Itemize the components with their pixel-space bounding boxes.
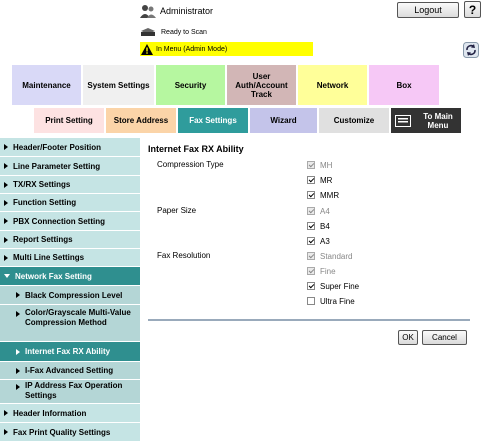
sidebar-item-multi-line[interactable]: Multi Line Settings [0, 248, 140, 266]
arrow-right-icon [4, 429, 8, 435]
arrow-right-icon [16, 384, 20, 390]
b4-checkbox[interactable] [307, 222, 315, 230]
tab-store-address[interactable]: Store Address [106, 108, 176, 133]
sidebar-item-pbx[interactable]: PBX Connection Setting [0, 211, 140, 230]
mode-text: In Menu (Admin Mode) [156, 45, 228, 53]
cancel-button[interactable]: Cancel [422, 330, 467, 345]
option-standard: Standard [307, 250, 352, 262]
option-mr[interactable]: MR [307, 174, 332, 186]
option-mh: MH [307, 159, 332, 171]
help-icon: ? [468, 2, 477, 17]
tab-print-setting[interactable]: Print Setting [34, 108, 104, 133]
arrow-right-icon [4, 218, 8, 224]
tab-fax-settings[interactable]: Fax Settings [178, 108, 248, 133]
ultra-fine-checkbox[interactable] [307, 297, 315, 305]
mmr-checkbox[interactable] [307, 191, 315, 199]
option-ultra-fine[interactable]: Ultra Fine [307, 295, 355, 307]
page-title: Internet Fax RX Ability [148, 144, 244, 154]
arrow-right-icon [4, 181, 8, 188]
tab-wizard[interactable]: Wizard [250, 108, 317, 133]
tab-maintenance[interactable]: Maintenance [12, 65, 81, 105]
refresh-icon[interactable] [463, 42, 479, 58]
fine-checkbox [307, 267, 315, 275]
sidebar-item-black-compression[interactable]: Black Compression Level [0, 285, 140, 304]
arrow-right-icon [16, 292, 20, 298]
mr-checkbox[interactable] [307, 176, 315, 184]
main-menu-icon [395, 114, 411, 127]
warning-icon [141, 43, 153, 55]
machine-status: Ready to Scan [140, 25, 207, 39]
tab-security[interactable]: Security [156, 65, 225, 105]
option-mmr[interactable]: MMR [307, 189, 339, 201]
option-super-fine[interactable]: Super Fine [307, 280, 359, 292]
sidebar-item-ip-fax-operation[interactable]: IP Address Fax Operation Settings [0, 379, 140, 403]
sidebar-item-internet-fax-rx[interactable]: Internet Fax RX Ability [0, 341, 140, 361]
standard-checkbox [307, 252, 315, 260]
arrow-down-icon [4, 274, 10, 278]
mh-checkbox [307, 161, 315, 169]
arrow-right-icon [16, 311, 20, 317]
arrow-right-icon [4, 144, 8, 150]
tab-system-settings[interactable]: System Settings [83, 65, 154, 105]
sidebar-item-line-parameter[interactable]: Line Parameter Setting [0, 156, 140, 175]
option-a3[interactable]: A3 [307, 235, 330, 247]
arrow-right-icon [4, 254, 8, 261]
user-name: Administrator [160, 6, 214, 16]
tab-user-auth[interactable]: User Auth/Account Track [227, 65, 296, 105]
arrow-right-icon [4, 199, 8, 206]
tab-box[interactable]: Box [369, 65, 439, 105]
sidebar-item-color-compression[interactable]: Color/Grayscale Multi-Value Compression … [0, 304, 140, 341]
tab-to-main-menu[interactable]: To Main Menu [391, 108, 461, 133]
user-icon [140, 5, 156, 18]
arrow-right-icon [4, 163, 8, 169]
fax-resolution-label: Fax Resolution [157, 251, 211, 260]
user-info: Administrator [140, 2, 213, 20]
sidebar-item-header-information[interactable]: Header Information [0, 403, 140, 422]
arrow-right-icon [4, 410, 8, 416]
sidebar-item-header-footer[interactable]: Header/Footer Position [0, 137, 140, 156]
sidebar-item-network-fax[interactable]: Network Fax Setting [0, 266, 140, 285]
sidebar-item-txrx[interactable]: TX/RX Settings [0, 175, 140, 193]
tab-customize[interactable]: Customize [319, 108, 389, 133]
arrow-right-icon [16, 348, 20, 355]
compression-type-label: Compression Type [157, 160, 224, 169]
sidebar-item-function[interactable]: Function Setting [0, 193, 140, 211]
sidebar-item-fax-print-quality[interactable]: Fax Print Quality Settings [0, 422, 140, 441]
arrow-right-icon [16, 367, 20, 374]
sidebar-item-report[interactable]: Report Settings [0, 230, 140, 248]
option-b4[interactable]: B4 [307, 220, 330, 232]
mode-banner: In Menu (Admin Mode) [140, 42, 313, 56]
scanner-icon [141, 28, 155, 36]
option-fine: Fine [307, 265, 336, 277]
ok-button[interactable]: OK [398, 330, 418, 345]
status-text: Ready to Scan [161, 28, 207, 36]
option-a4: A4 [307, 205, 330, 217]
a4-checkbox [307, 207, 315, 215]
sidebar-item-ifax-advanced[interactable]: I-Fax Advanced Setting [0, 361, 140, 379]
arrow-right-icon [4, 236, 8, 243]
divider [148, 319, 470, 321]
tab-network[interactable]: Network [298, 65, 367, 105]
super-fine-checkbox[interactable] [307, 282, 315, 290]
a3-checkbox[interactable] [307, 237, 315, 245]
paper-size-label: Paper Size [157, 206, 197, 215]
help-button[interactable]: ? [464, 1, 481, 18]
logout-button[interactable]: Logout [397, 2, 459, 18]
